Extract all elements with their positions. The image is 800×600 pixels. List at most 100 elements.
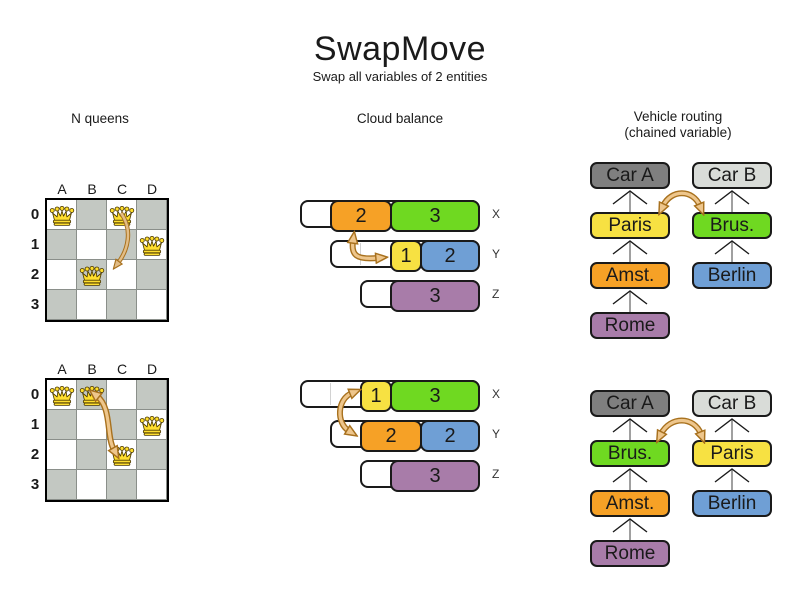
- queen-icon: [79, 266, 105, 287]
- queen-icon: [49, 206, 75, 227]
- board-cell: [77, 440, 107, 470]
- board-cell: [107, 260, 137, 290]
- section-header-vehicle-line2: (chained variable): [624, 124, 732, 140]
- capacity-tick: [360, 243, 361, 265]
- queen-icon: [109, 206, 135, 227]
- chain-arrow: [710, 417, 754, 440]
- vehicle-box-paris: Paris: [590, 212, 670, 239]
- cloud-row-label: Z: [492, 467, 500, 481]
- chain-arrow-icon: [714, 418, 750, 440]
- column-label: A: [57, 181, 67, 197]
- cloud-process-block: 2: [420, 420, 480, 452]
- column-label: D: [146, 181, 158, 197]
- chain-arrow-icon: [612, 240, 648, 262]
- board-cell: [47, 410, 77, 440]
- page-title: SwapMove: [313, 30, 487, 68]
- board-cell: [47, 260, 77, 290]
- board-cell: [107, 290, 137, 320]
- board-cell: [47, 290, 77, 320]
- queen-icon: [109, 446, 135, 467]
- section-header-cloud: Cloud balance: [356, 111, 444, 126]
- chain-arrow-icon: [612, 190, 648, 212]
- board-cell: [47, 380, 77, 410]
- chain-arrow: [608, 467, 652, 490]
- vehicle-box-carb: Car B: [692, 390, 772, 417]
- cloud-row-label: Z: [492, 287, 500, 301]
- cloud-process-block: 3: [390, 200, 480, 232]
- vehicle-box-amst: Amst.: [590, 262, 670, 289]
- board-cell: [137, 380, 167, 410]
- column-label: B: [87, 181, 97, 197]
- board-cell: [137, 470, 167, 500]
- queen-icon: [79, 386, 105, 407]
- cloud-process-block: 3: [390, 380, 480, 412]
- section-header-nqueens: N queens: [71, 111, 129, 126]
- board-cell: [137, 230, 167, 260]
- chain-arrow: [710, 467, 754, 490]
- board-cell: [77, 290, 107, 320]
- vehicle-box-berlin: Berlin: [692, 262, 772, 289]
- section-header-vehicle: Vehicle routing (chained variable): [597, 109, 759, 140]
- board-cell: [107, 380, 137, 410]
- chain-arrow-icon: [714, 468, 750, 490]
- cloud-process-block: 2: [360, 420, 422, 452]
- cloud-row-label: X: [492, 207, 501, 221]
- chain-arrow-icon: [714, 190, 750, 212]
- column-label: B: [87, 361, 97, 377]
- row-label: 1: [30, 416, 40, 433]
- queen-icon: [139, 236, 165, 257]
- chain-arrow: [710, 189, 754, 212]
- board-cell: [137, 290, 167, 320]
- board-cell: [47, 200, 77, 230]
- row-label: 3: [30, 476, 40, 493]
- chain-arrow-icon: [714, 240, 750, 262]
- vehicle-box-brus: Brus.: [590, 440, 670, 467]
- column-label: A: [57, 361, 67, 377]
- board-cell: [107, 230, 137, 260]
- chain-arrow-icon: [612, 468, 648, 490]
- row-label: 2: [30, 446, 40, 463]
- board-cell: [77, 470, 107, 500]
- queen-icon: [139, 416, 165, 437]
- vehicle-box-rome: Rome: [590, 540, 670, 567]
- cloud-row-label: Y: [492, 427, 501, 441]
- chain-arrow-icon: [612, 290, 648, 312]
- cloud-process-block: 1: [390, 240, 422, 272]
- row-label: 1: [30, 236, 40, 253]
- row-label: 0: [30, 206, 40, 223]
- cloud-process-block: 2: [420, 240, 480, 272]
- capacity-tick: [330, 383, 331, 405]
- board-cell: [47, 440, 77, 470]
- board-cell: [77, 200, 107, 230]
- row-label: 0: [30, 386, 40, 403]
- board-cell: [137, 410, 167, 440]
- board-cell: [47, 230, 77, 260]
- board-cell: [77, 260, 107, 290]
- chain-arrow: [608, 189, 652, 212]
- vehicle-box-amst: Amst.: [590, 490, 670, 517]
- queen-icon: [49, 386, 75, 407]
- board-cell: [137, 260, 167, 290]
- chain-arrow: [608, 239, 652, 262]
- board-cell: [77, 380, 107, 410]
- board-cell: [107, 410, 137, 440]
- row-label: 2: [30, 266, 40, 283]
- vehicle-box-rome: Rome: [590, 312, 670, 339]
- chain-arrow: [608, 517, 652, 540]
- cloud-process-block: 2: [330, 200, 392, 232]
- board-cell: [107, 200, 137, 230]
